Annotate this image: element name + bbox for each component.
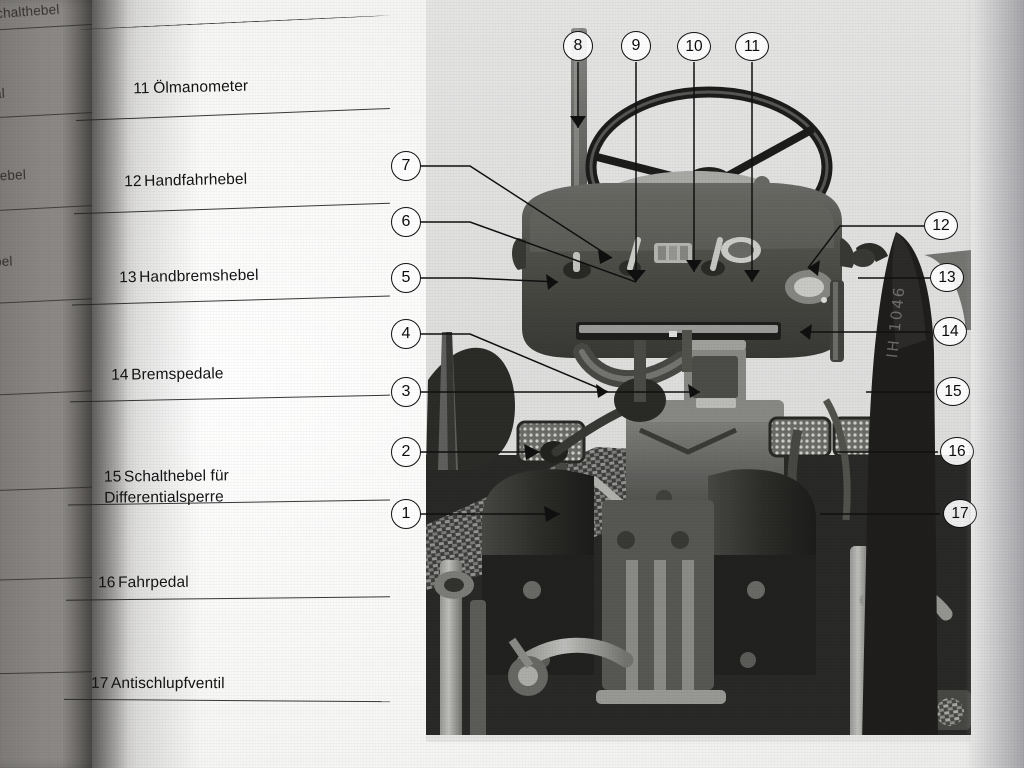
callout-14[interactable]: 14 [933, 317, 967, 346]
callout-17[interactable]: 17 [943, 499, 977, 528]
callout-1[interactable]: 1 [391, 499, 421, 529]
legend-number: 12 [124, 172, 142, 191]
legend-separator [70, 394, 390, 403]
callout-15[interactable]: 15 [936, 377, 970, 406]
callout-4[interactable]: 4 [391, 319, 421, 349]
callout-2[interactable]: 2 [391, 437, 421, 467]
callout-7[interactable]: 7 [391, 151, 421, 181]
legend-number: 17 [90, 674, 109, 692]
callout-6[interactable]: 6 [391, 207, 421, 237]
legend-label: Handbremshebel [139, 266, 259, 286]
legend-label: Bremspedale [131, 365, 224, 384]
legend-separator [74, 202, 390, 215]
callout-5[interactable]: 5 [391, 263, 421, 293]
legend-label: Fahrpedal [118, 573, 189, 592]
legend-label: Handfahrhebel [144, 170, 248, 190]
legend-separator [72, 295, 390, 306]
legend-number: 11 [133, 79, 150, 98]
legend-separator [78, 14, 390, 31]
legend-number: 16 [98, 574, 116, 592]
callout-10[interactable]: 10 [677, 32, 711, 61]
callout-11[interactable]: 11 [735, 32, 769, 61]
legend-label: Antischlupfventil [110, 674, 225, 693]
legend-label: Ölmanometer [153, 77, 249, 97]
legend-number: 13 [119, 268, 137, 287]
legend-number: 14 [111, 366, 129, 384]
legend-separator [66, 596, 390, 601]
legend-separator [64, 698, 390, 703]
legend-number: 15 [103, 468, 122, 486]
callout-16[interactable]: 16 [940, 437, 974, 466]
callout-13[interactable]: 13 [930, 263, 964, 292]
callout-9[interactable]: 9 [621, 31, 651, 61]
callout-12[interactable]: 12 [924, 211, 958, 240]
callout-8[interactable]: 8 [563, 31, 593, 61]
callout-3[interactable]: 3 [391, 377, 421, 407]
legend-separator [76, 107, 390, 122]
